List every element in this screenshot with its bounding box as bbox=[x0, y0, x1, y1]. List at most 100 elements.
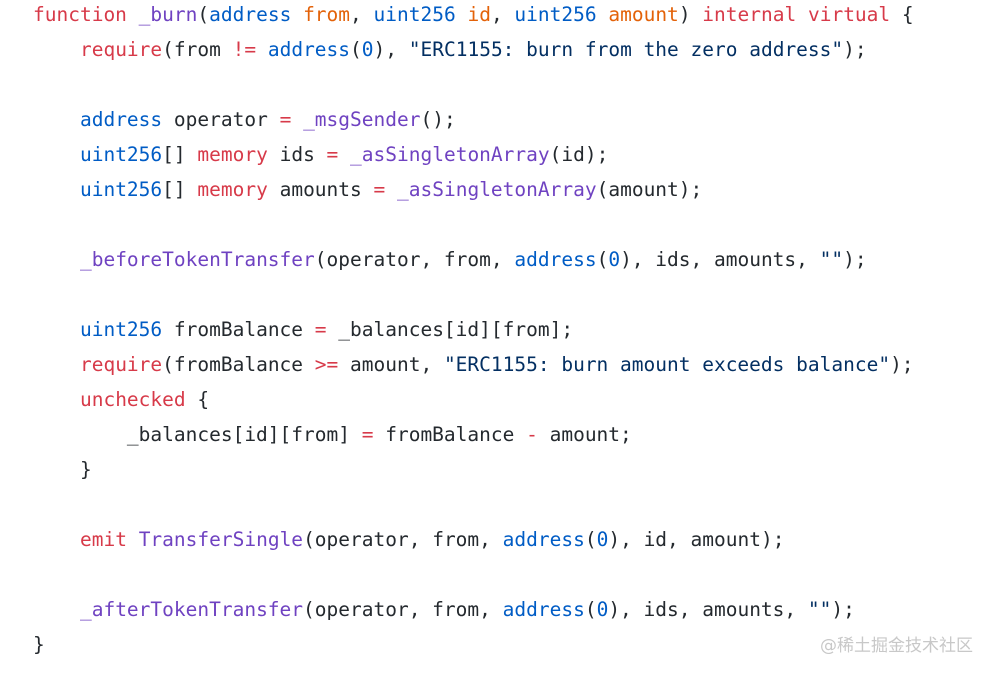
code-line: uint256 fromBalance = _balances[id][from… bbox=[33, 315, 914, 350]
code-token-identifier: } bbox=[33, 458, 92, 481]
code-token-identifier: ), ids, amounts, bbox=[620, 248, 820, 271]
code-line bbox=[33, 210, 914, 245]
code-line: require(fromBalance >= amount, "ERC1155:… bbox=[33, 350, 914, 385]
code-line bbox=[33, 560, 914, 595]
code-token-identifier bbox=[127, 528, 139, 551]
code-token-keyword: unchecked bbox=[79, 388, 186, 411]
code-token-identifier: (); bbox=[420, 108, 456, 131]
code-token-type-keyword: uint256 bbox=[79, 143, 163, 166]
code-token-identifier: (fromBalance bbox=[162, 353, 315, 376]
code-line: } bbox=[33, 455, 914, 490]
code-token-function-name: _burn bbox=[138, 3, 198, 26]
code-token-identifier: (from bbox=[162, 38, 233, 61]
code-token-type-keyword: address bbox=[514, 248, 597, 271]
code-token-string-literal: "ERC1155: burn from the zero address" bbox=[408, 38, 844, 61]
code-token-identifier bbox=[456, 3, 468, 26]
code-token-identifier: amounts bbox=[267, 178, 374, 201]
code-token-keyword: require bbox=[79, 38, 163, 61]
code-token-identifier bbox=[291, 3, 303, 26]
code-token-identifier bbox=[338, 143, 350, 166]
code-token-number-literal: 0 bbox=[608, 248, 621, 271]
code-token-identifier: } bbox=[33, 633, 45, 656]
code-token-identifier bbox=[33, 178, 80, 201]
code-token-keyword: require bbox=[79, 353, 163, 376]
code-token-identifier: amount; bbox=[537, 423, 632, 446]
code-token-type-keyword: address bbox=[502, 598, 585, 621]
code-token-identifier bbox=[33, 598, 80, 621]
code-token-type-keyword: address bbox=[79, 108, 163, 131]
code-token-identifier: (operator, from, bbox=[303, 598, 503, 621]
code-token-identifier: operator bbox=[162, 108, 280, 131]
code-token-identifier: _balances[id][from] bbox=[33, 423, 362, 446]
code-token-operator: >= bbox=[314, 353, 339, 376]
code-token-identifier: { bbox=[890, 3, 914, 26]
code-token-identifier: _balances[id][from]; bbox=[326, 318, 574, 341]
code-token-identifier bbox=[796, 3, 808, 26]
code-token-identifier: ( bbox=[350, 38, 362, 61]
code-token-function-name: _asSingletonArray bbox=[350, 143, 550, 166]
code-line: unchecked { bbox=[33, 385, 914, 420]
code-line: function _burn(address from, uint256 id,… bbox=[33, 0, 914, 35]
code-token-identifier: (amount); bbox=[596, 178, 703, 201]
code-token-identifier: ) bbox=[678, 3, 703, 26]
code-token-keyword: virtual bbox=[807, 3, 891, 26]
code-token-identifier: ); bbox=[843, 248, 867, 271]
code-token-identifier: { bbox=[185, 388, 210, 411]
code-token-identifier: fromBalance bbox=[162, 318, 315, 341]
code-token-identifier bbox=[33, 38, 80, 61]
code-token-operator: = bbox=[373, 178, 386, 201]
code-token-function-name: TransferSingle bbox=[138, 528, 304, 551]
code-token-type-keyword: uint256 bbox=[79, 178, 163, 201]
code-token-type-keyword: address bbox=[209, 3, 292, 26]
code-line bbox=[33, 70, 914, 105]
code-line: _beforeTokenTransfer(operator, from, add… bbox=[33, 245, 914, 280]
code-token-number-literal: 0 bbox=[596, 598, 609, 621]
code-line: _afterTokenTransfer(operator, from, addr… bbox=[33, 595, 914, 630]
code-line bbox=[33, 490, 914, 525]
code-token-number-literal: 0 bbox=[596, 528, 609, 551]
code-line: uint256[] memory amounts = _asSingletonA… bbox=[33, 175, 914, 210]
code-token-string-literal: "" bbox=[807, 598, 832, 621]
code-token-keyword: function bbox=[33, 3, 127, 26]
code-token-identifier: [] bbox=[162, 178, 198, 201]
code-line bbox=[33, 280, 914, 315]
code-token-identifier: ), ids, amounts, bbox=[608, 598, 808, 621]
code-token-identifier: (id); bbox=[549, 143, 609, 166]
code-token-identifier: , bbox=[350, 3, 374, 26]
code-token-function-name: _asSingletonArray bbox=[397, 178, 597, 201]
code-token-parameter-name: from bbox=[303, 3, 351, 26]
code-line: require(from != address(0), "ERC1155: bu… bbox=[33, 35, 914, 70]
code-token-type-keyword: address bbox=[502, 528, 585, 551]
code-token-string-literal: "ERC1155: burn amount exceeds balance" bbox=[443, 353, 891, 376]
code-token-operator: = bbox=[279, 108, 292, 131]
code-block: function _burn(address from, uint256 id,… bbox=[33, 0, 914, 665]
code-token-identifier bbox=[385, 178, 397, 201]
code-token-operator: = bbox=[326, 143, 339, 166]
code-token-number-literal: 0 bbox=[361, 38, 374, 61]
code-token-identifier: ); bbox=[843, 38, 867, 61]
code-token-identifier bbox=[291, 108, 303, 131]
code-token-identifier: ( bbox=[584, 528, 597, 551]
code-token-identifier bbox=[33, 528, 80, 551]
code-token-identifier bbox=[33, 318, 80, 341]
code-token-identifier: ids bbox=[267, 143, 327, 166]
code-line: _balances[id][from] = fromBalance - amou… bbox=[33, 420, 914, 455]
code-token-operator: != bbox=[232, 38, 257, 61]
code-token-function-name: _msgSender bbox=[303, 108, 421, 131]
watermark: @稀土掘金技术社区 bbox=[820, 636, 973, 656]
code-token-keyword: memory bbox=[197, 178, 268, 201]
code-token-identifier bbox=[256, 38, 268, 61]
code-token-type-keyword: uint256 bbox=[514, 3, 597, 26]
code-token-identifier: amount, bbox=[338, 353, 444, 376]
code-token-parameter-name: amount bbox=[608, 3, 679, 26]
code-token-identifier: (operator, from, bbox=[303, 528, 503, 551]
code-token-keyword: emit bbox=[79, 528, 127, 551]
code-token-identifier bbox=[33, 143, 80, 166]
code-token-parameter-name: id bbox=[467, 3, 491, 26]
code-token-identifier: ); bbox=[831, 598, 855, 621]
code-token-identifier bbox=[33, 248, 80, 271]
code-token-identifier: (operator, from, bbox=[314, 248, 515, 271]
code-token-operator: - bbox=[526, 423, 538, 446]
code-token-operator: = bbox=[314, 318, 327, 341]
code-token-identifier bbox=[127, 3, 139, 26]
